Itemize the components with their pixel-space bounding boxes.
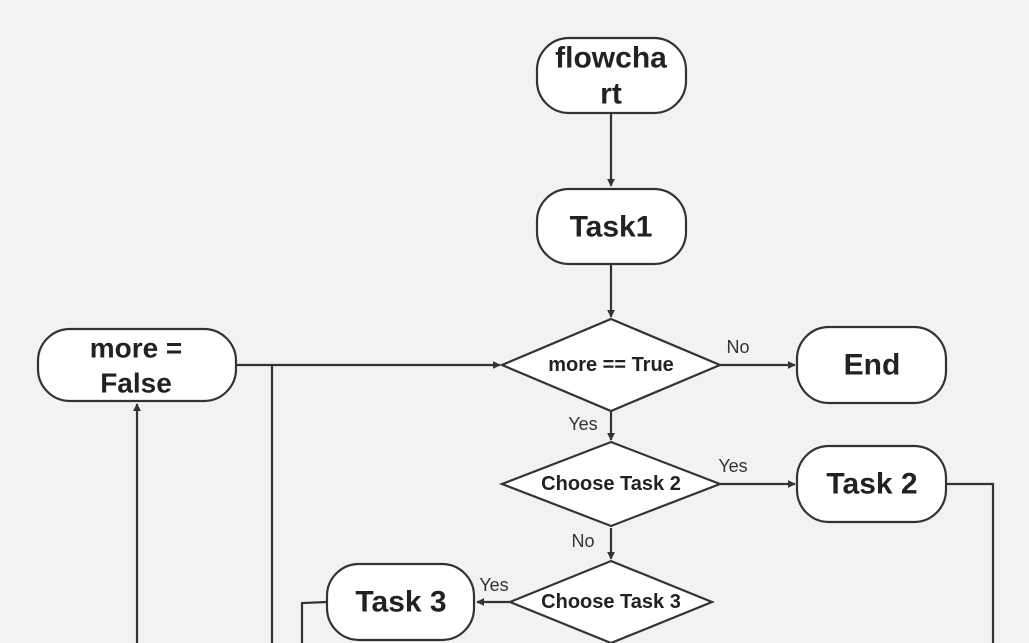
node-task3[interactable]: Task 3 [325, 562, 476, 642]
node-choose-task3[interactable]: Choose Task 3 [507, 559, 715, 643]
node-start-label-line2: rt [600, 78, 622, 111]
node-task1-label: Task1 [570, 211, 653, 244]
node-more-false[interactable]: more = False [36, 327, 238, 403]
node-more-false-label-line1: more = [90, 333, 183, 364]
node-task2-label: Task 2 [826, 468, 917, 501]
node-end[interactable]: End [795, 325, 948, 405]
edge-label-no-choose3: No [571, 531, 594, 551]
node-choose-task3-label: Choose Task 3 [541, 591, 681, 613]
node-end-label: End [844, 349, 901, 382]
edge-task2-down-right [946, 482, 995, 643]
node-more-true-label: more == True [548, 354, 674, 376]
node-start[interactable]: flowcha rt [535, 36, 688, 115]
node-choose-task2-label: Choose Task 2 [541, 473, 681, 495]
node-task2[interactable]: Task 2 [795, 444, 948, 524]
node-choose-task2[interactable]: Choose Task 2 [498, 440, 724, 528]
node-task3-label: Task 3 [355, 586, 446, 619]
edge-label-yes-task3: Yes [479, 575, 508, 595]
node-start-label-line1: flowcha [555, 42, 667, 75]
edge-label-yes-choose2: Yes [568, 414, 597, 434]
node-more-false-label-line2: False [100, 368, 172, 399]
edge-label-yes-task2: Yes [718, 456, 747, 476]
edge-label-no-end: No [726, 337, 749, 357]
node-more-true[interactable]: more == True [499, 317, 723, 413]
node-task1[interactable]: Task1 [535, 187, 688, 266]
edge-task3-down-left [300, 600, 328, 643]
